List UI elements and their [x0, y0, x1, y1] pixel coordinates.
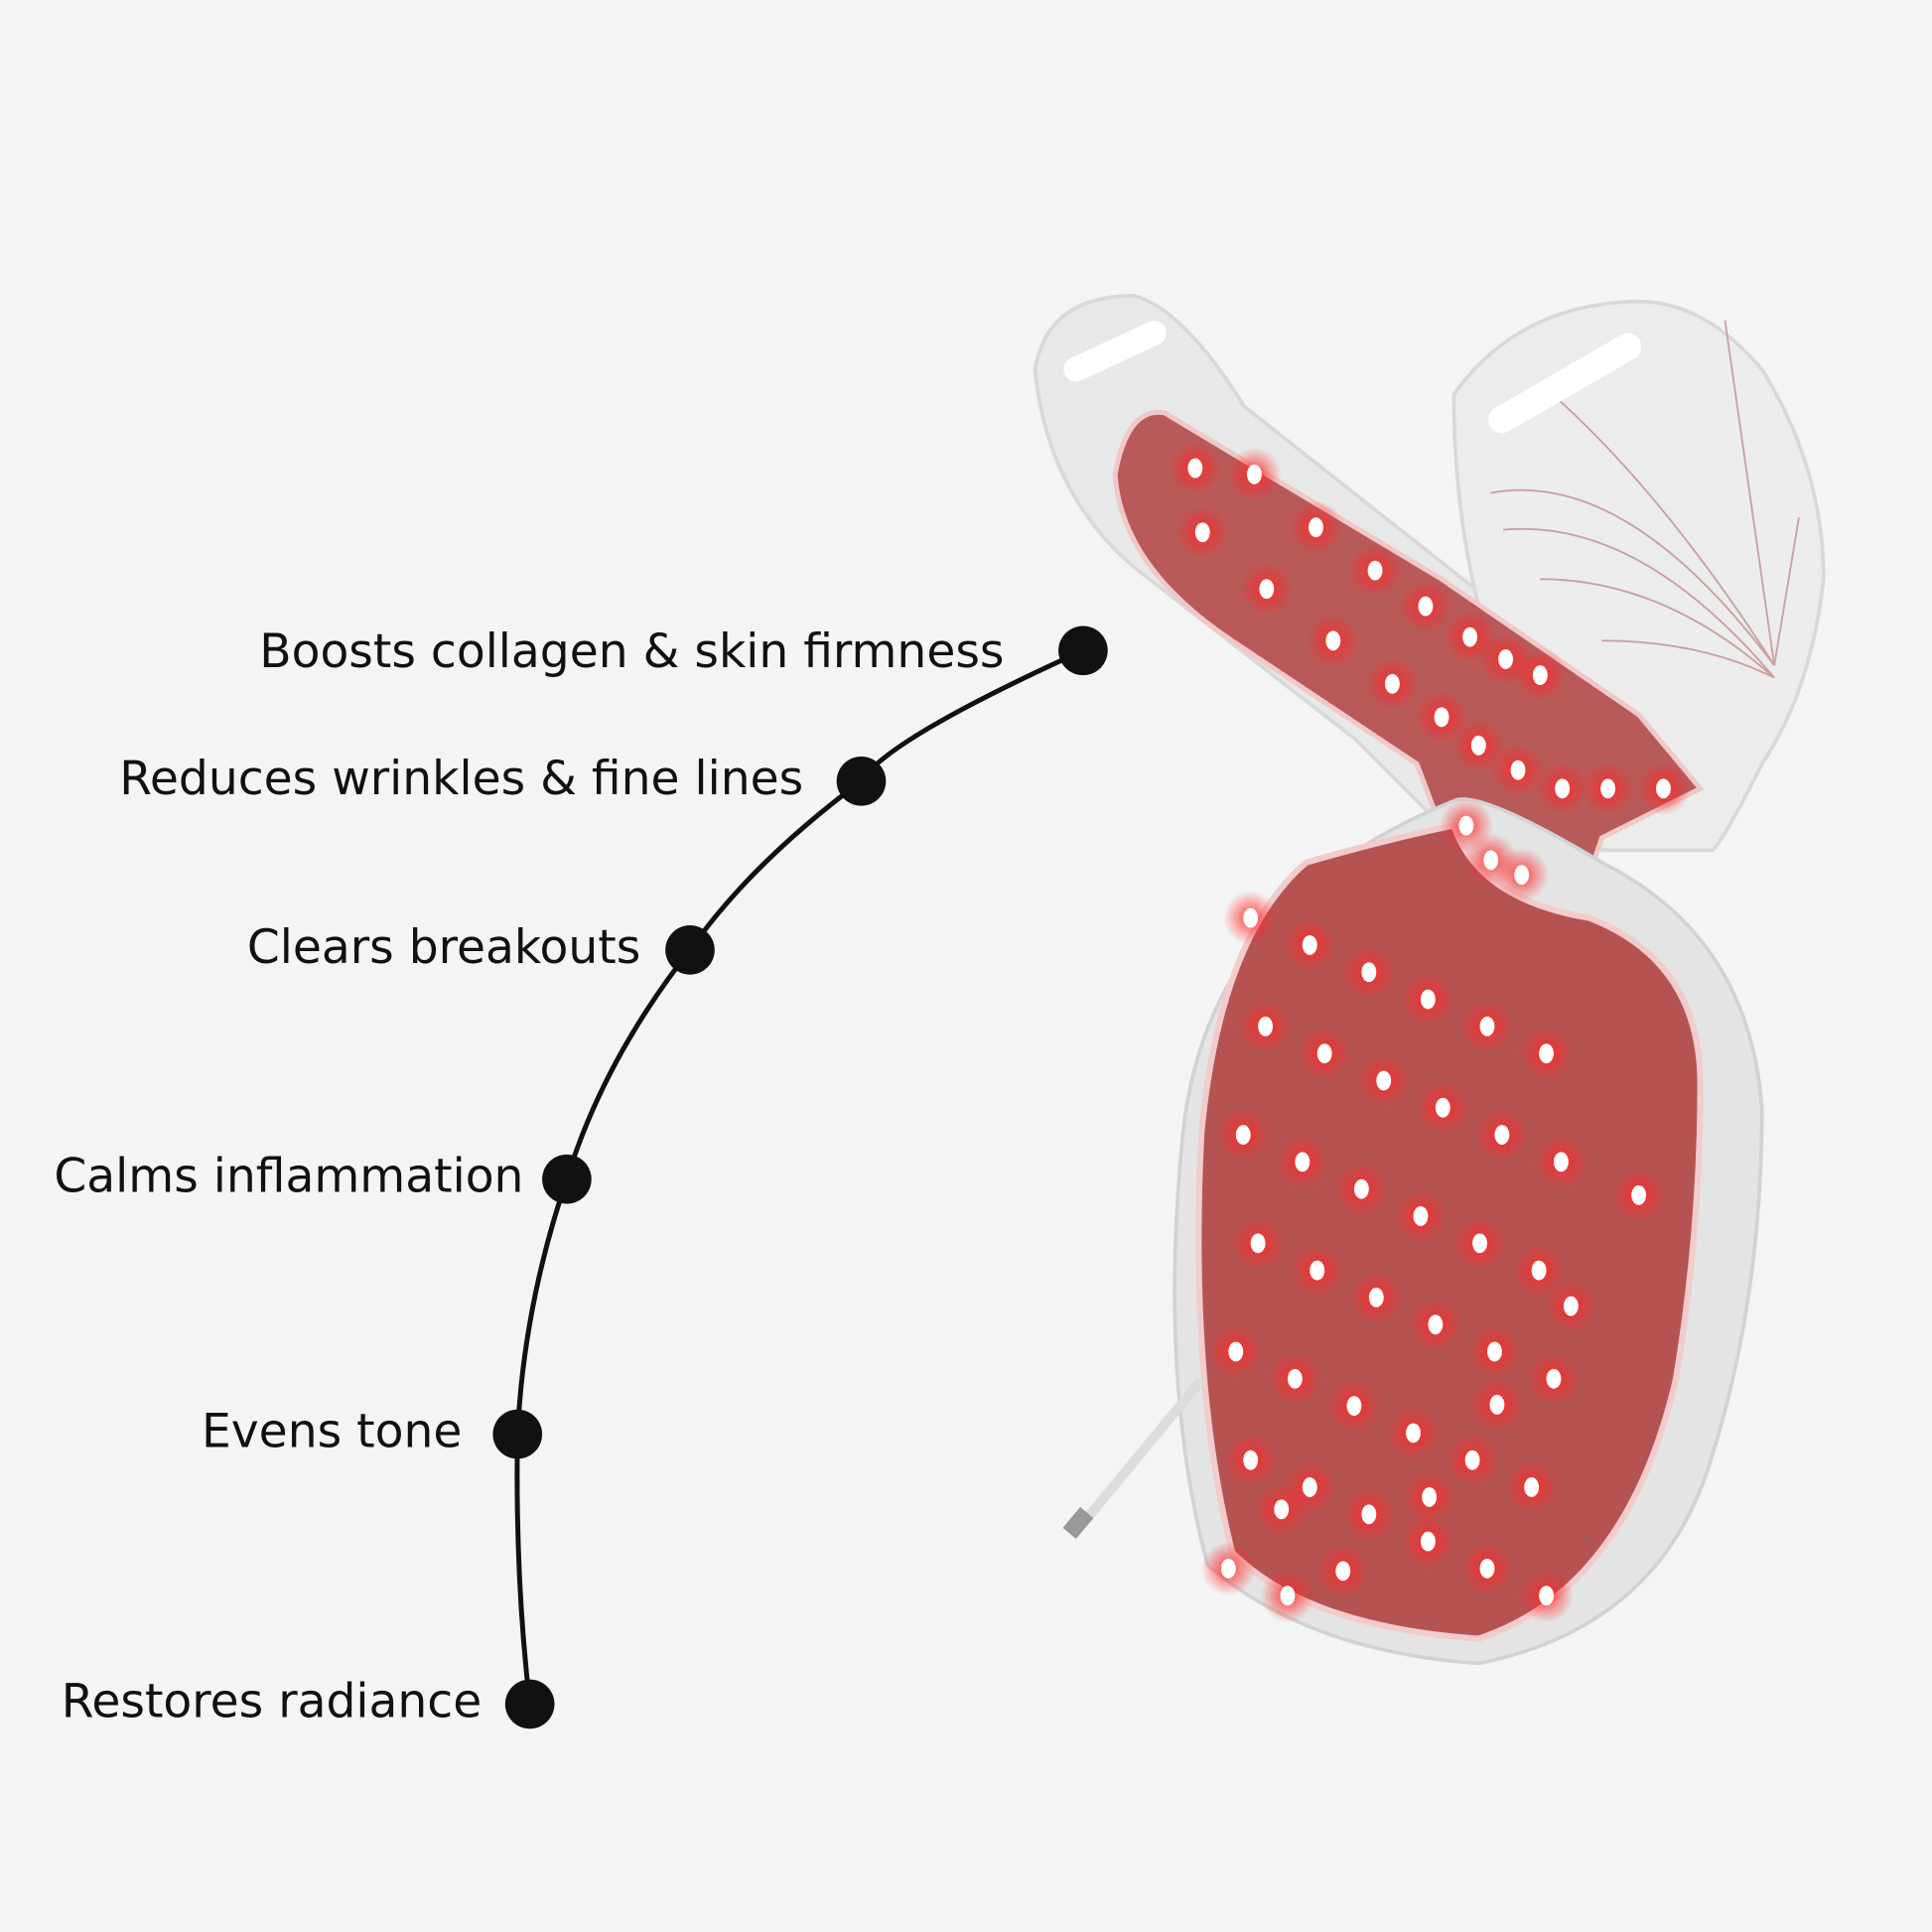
led-icon — [1435, 1097, 1450, 1118]
led-icon — [1246, 464, 1262, 484]
usb-connector — [1062, 1506, 1094, 1540]
led-icon — [1413, 1206, 1429, 1226]
benefit-dot — [836, 757, 887, 806]
usb-cable — [1080, 1376, 1205, 1525]
led-icon — [1243, 907, 1259, 928]
led-icon — [1486, 1341, 1502, 1362]
led-icon — [1458, 815, 1474, 836]
led-icon — [1309, 517, 1323, 538]
led-icon — [1428, 1314, 1444, 1335]
led-icon — [1187, 458, 1203, 479]
led-icon — [1498, 649, 1514, 669]
led-icon — [1346, 1396, 1362, 1416]
led-icon — [1489, 1394, 1505, 1415]
led-icon — [1563, 1296, 1579, 1316]
benefit-label: Reduces wrinkles & fine lines — [119, 752, 803, 806]
led-icon — [1539, 1043, 1554, 1064]
led-icon — [1287, 1368, 1303, 1389]
led-icon — [1555, 778, 1571, 799]
benefit-dot — [492, 1409, 543, 1459]
led-icon — [1462, 626, 1478, 647]
benefit-label: Boosts collagen & skin firmness — [259, 624, 1004, 679]
led-icon — [1600, 778, 1616, 799]
led-icon — [1361, 962, 1377, 983]
led-icon — [1418, 596, 1434, 617]
left-strap-slot — [1063, 320, 1167, 382]
led-icon — [1546, 1368, 1562, 1389]
benefit-dot — [504, 1679, 555, 1729]
led-icon — [1479, 1558, 1495, 1579]
led-icon — [1361, 1504, 1377, 1525]
led-icon — [1434, 707, 1449, 728]
led-icon — [1258, 1016, 1274, 1036]
led-icon — [1420, 1531, 1436, 1552]
led-array — [1168, 441, 1691, 1623]
led-icon — [1302, 934, 1317, 955]
right-strap-slot — [1488, 333, 1642, 434]
led-icon — [1376, 1070, 1392, 1091]
led-icon — [1553, 1152, 1569, 1173]
led-icon — [1510, 759, 1526, 780]
led-icon — [1228, 1341, 1244, 1362]
benefit-label: Evens tone — [202, 1405, 462, 1459]
led-icon — [1250, 1233, 1266, 1254]
led-icon — [1243, 1449, 1259, 1470]
led-icon — [1422, 1486, 1438, 1507]
led-icon — [1335, 1561, 1351, 1582]
led-icon — [1302, 1477, 1317, 1497]
strap-pattern — [1490, 320, 1800, 679]
led-icon — [1514, 865, 1530, 886]
led-icon — [1295, 1152, 1311, 1173]
led-icon — [1310, 1260, 1325, 1281]
benefit-dot — [1058, 625, 1108, 676]
led-icon — [1316, 1043, 1332, 1064]
led-icon — [1524, 1477, 1540, 1497]
led-icon — [1631, 1184, 1647, 1205]
led-icon — [1532, 665, 1548, 686]
led-icon — [1539, 1586, 1554, 1606]
benefit-dot — [542, 1154, 592, 1204]
benefit-label: Restores radiance — [62, 1674, 483, 1728]
led-icon — [1194, 522, 1210, 543]
led-icon — [1656, 778, 1671, 799]
led-icon — [1479, 1016, 1495, 1036]
led-icon — [1464, 1449, 1480, 1470]
led-icon — [1325, 630, 1341, 651]
led-icon — [1274, 1499, 1290, 1520]
led-icon — [1470, 735, 1486, 756]
led-icon — [1494, 1125, 1510, 1145]
led-icon — [1353, 1178, 1369, 1199]
benefit-label: Clears breakouts — [247, 920, 640, 975]
benefit-label: Calms inflammation — [54, 1150, 523, 1204]
led-icon — [1420, 989, 1436, 1010]
benefit-arc — [514, 648, 1084, 1705]
benefit-dot — [665, 925, 715, 975]
led-icon — [1280, 1586, 1296, 1606]
led-icon — [1384, 673, 1400, 694]
led-icon — [1368, 1287, 1384, 1308]
red-light-mask-device — [1033, 293, 1826, 1666]
led-icon — [1531, 1260, 1547, 1281]
led-icon — [1220, 1558, 1236, 1579]
led-icon — [1406, 1423, 1421, 1444]
led-icon — [1259, 579, 1275, 600]
led-icon — [1235, 1125, 1251, 1145]
benefit-list: Boosts collagen & skin firmness Reduces … — [54, 624, 1108, 1729]
led-icon — [1367, 560, 1383, 581]
led-icon — [1472, 1233, 1487, 1254]
led-icon — [1483, 850, 1499, 871]
